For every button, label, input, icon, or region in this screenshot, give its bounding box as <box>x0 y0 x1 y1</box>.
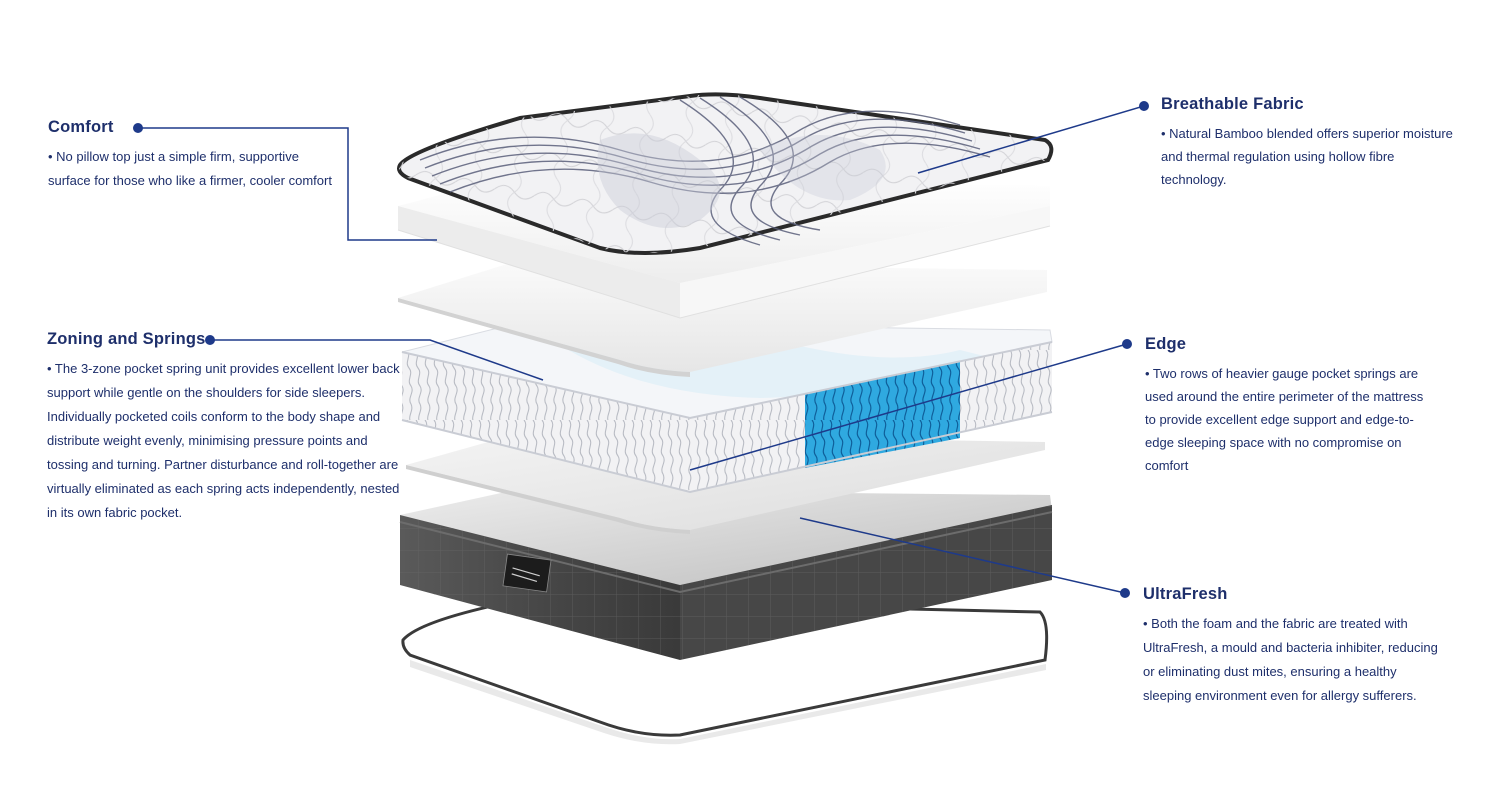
edge-dot-icon <box>1122 339 1132 349</box>
fabric-border-box <box>399 490 1053 660</box>
edge-callout: Edge • Two rows of heavier gauge pocket … <box>1145 335 1435 477</box>
breathable-fabric-title: Breathable Fabric <box>1161 95 1304 113</box>
zoning-leader-line <box>210 339 544 381</box>
edge-leader-line <box>689 343 1128 471</box>
edge-title: Edge <box>1145 335 1187 353</box>
comfort-callout: Comfort • No pillow top just a simple fi… <box>48 118 338 193</box>
zoning-dot-icon <box>205 335 215 345</box>
breathable-fabric-callout: Breathable Fabric • Natural Bamboo blend… <box>1161 95 1461 191</box>
breathable-leader-line <box>917 105 1145 174</box>
zoning-springs-title: Zoning and Springs <box>47 330 206 348</box>
bottom-base-layer <box>401 598 1049 745</box>
comfort-dot-icon <box>133 123 143 133</box>
ultrafresh-callout: UltraFresh • Both the foam and the fabri… <box>1143 585 1443 708</box>
ultrafresh-title: UltraFresh <box>1143 585 1228 603</box>
zoning-springs-callout: Zoning and Springs • The 3-zone pocket s… <box>47 330 407 525</box>
comfort-title: Comfort <box>48 118 114 136</box>
breathable-fabric-description: • Natural Bamboo blended offers superior… <box>1161 126 1453 187</box>
quilted-top-panel <box>397 92 1054 255</box>
ultrafresh-dot-icon <box>1120 588 1130 598</box>
comfort-description: • No pillow top just a simple firm, supp… <box>48 149 332 188</box>
ultrafresh-leader-line <box>799 517 1126 594</box>
comfort-leader-line <box>138 127 437 241</box>
breathable-dot-icon <box>1139 101 1149 111</box>
callout-leader-lines <box>138 105 1145 594</box>
zoning-springs-description: • The 3-zone pocket spring unit provides… <box>47 361 400 520</box>
middle-insulator-sheet <box>398 263 1047 377</box>
callout-dots <box>133 101 1149 598</box>
edge-description: • Two rows of heavier gauge pocket sprin… <box>1145 366 1424 473</box>
ultrafresh-description: • Both the foam and the fabric are treat… <box>1143 616 1438 703</box>
